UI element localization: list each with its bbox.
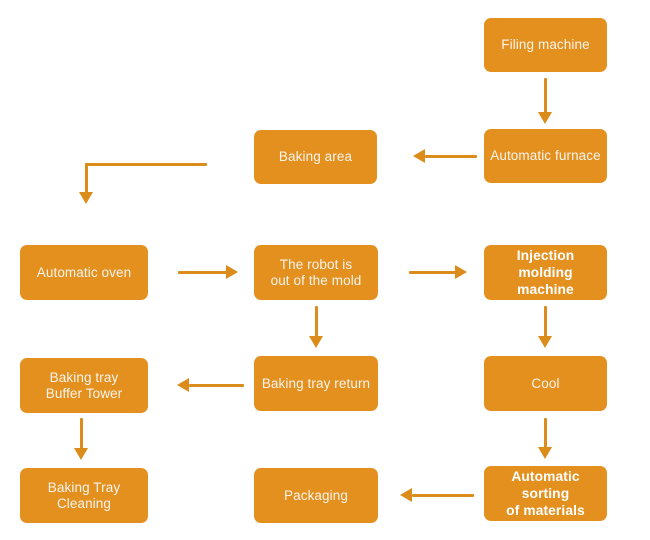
- connector-line: [409, 271, 457, 274]
- arrowhead-left-icon: [413, 149, 425, 163]
- connector-line-vertical: [85, 163, 88, 195]
- node-filing-machine[interactable]: Filing machine: [484, 18, 607, 72]
- node-automatic-oven[interactable]: Automatic oven: [20, 245, 148, 300]
- connector-line: [315, 306, 318, 338]
- arrowhead-down-icon: [538, 447, 552, 459]
- connector-line: [425, 155, 477, 158]
- node-baking-tray-buffer-tower[interactable]: Baking tray Buffer Tower: [20, 358, 148, 413]
- arrowhead-right-icon: [455, 265, 467, 279]
- connector-line: [544, 306, 547, 338]
- node-automatic-furnace[interactable]: Automatic furnace: [484, 129, 607, 183]
- arrowhead-left-icon: [177, 378, 189, 392]
- arrowhead-down-icon: [538, 336, 552, 348]
- connector-line: [189, 384, 244, 387]
- node-injection-molding-machine[interactable]: Injection molding machine: [484, 245, 607, 300]
- arrowhead-right-icon: [226, 265, 238, 279]
- arrowhead-down-icon: [79, 192, 93, 204]
- node-packaging[interactable]: Packaging: [254, 468, 378, 523]
- connector-line: [544, 418, 547, 449]
- arrowhead-down-icon: [309, 336, 323, 348]
- connector-line: [178, 271, 228, 274]
- node-baking-tray-cleaning[interactable]: Baking Tray Cleaning: [20, 468, 148, 523]
- connector-line-horizontal: [85, 163, 207, 166]
- node-cool[interactable]: Cool: [484, 356, 607, 411]
- node-robot-out-of-mold[interactable]: The robot is out of the mold: [254, 245, 378, 300]
- node-baking-area[interactable]: Baking area: [254, 130, 377, 184]
- arrowhead-down-icon: [538, 112, 552, 124]
- arrowhead-down-icon: [74, 448, 88, 460]
- connector-line: [80, 418, 83, 450]
- node-automatic-sorting-of-materials[interactable]: Automatic sorting of materials: [484, 466, 607, 521]
- connector-line: [544, 78, 547, 114]
- arrowhead-left-icon: [400, 488, 412, 502]
- node-baking-tray-return[interactable]: Baking tray return: [254, 356, 378, 411]
- connector-line: [412, 494, 474, 497]
